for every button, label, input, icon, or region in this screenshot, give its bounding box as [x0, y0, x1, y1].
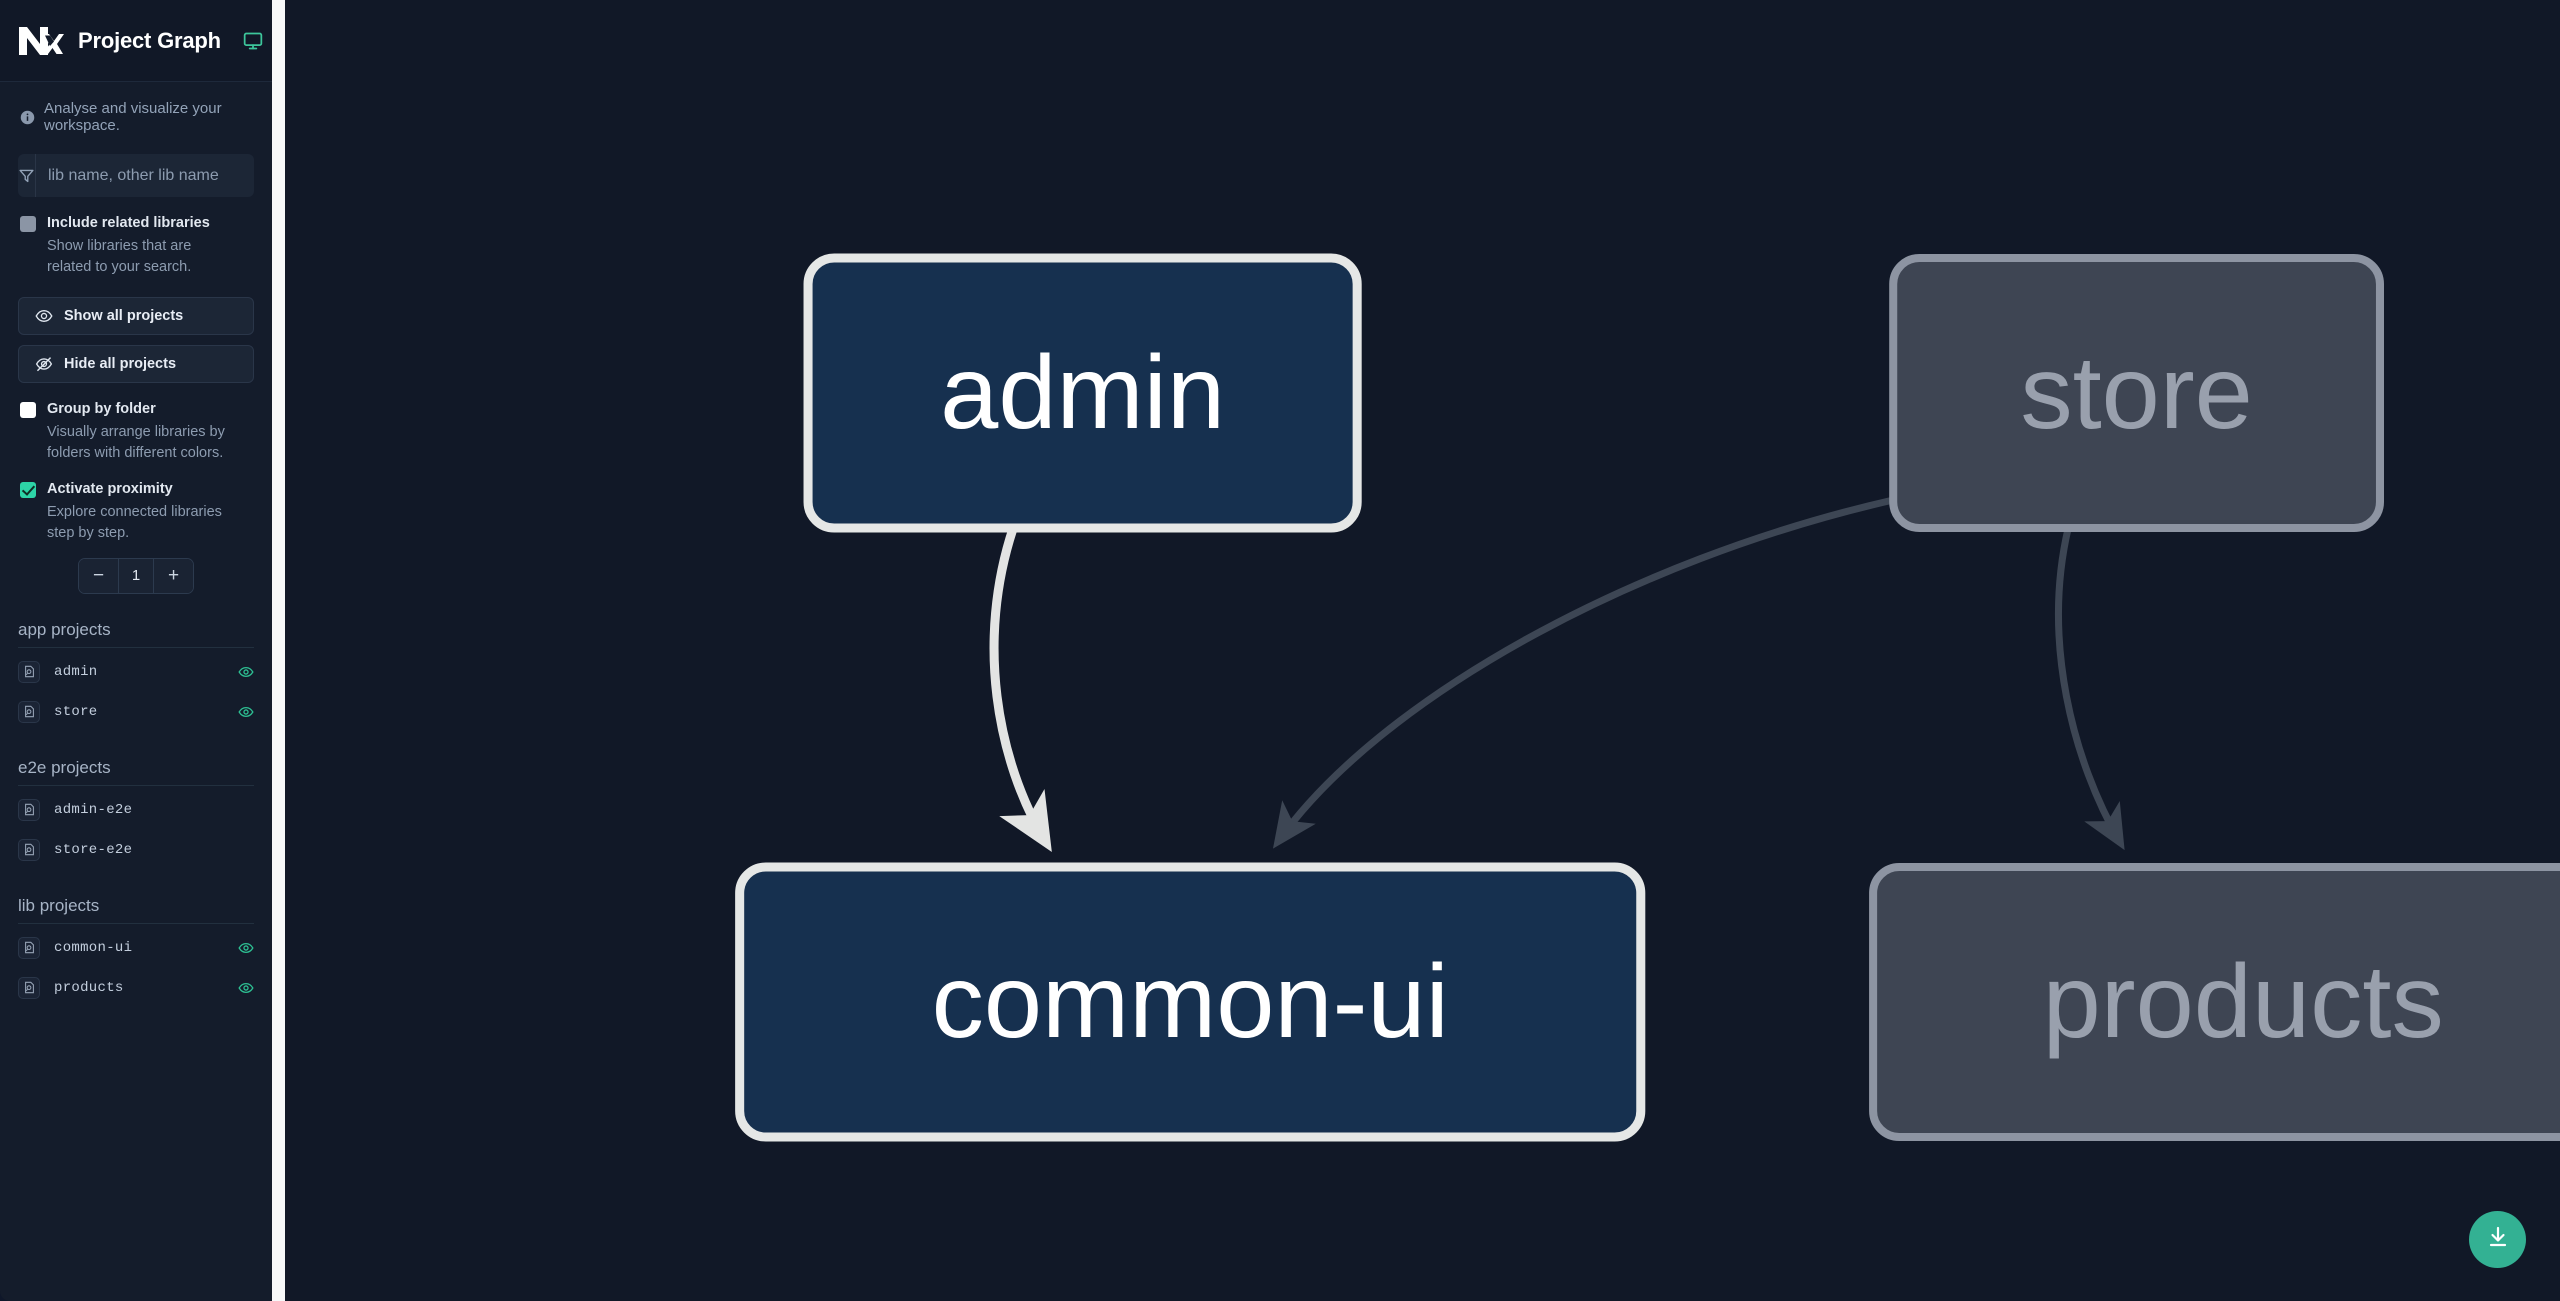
option-title: Include related libraries — [47, 215, 210, 231]
option-description: Visually arrange libraries by folders wi… — [47, 424, 225, 461]
section-title: app projects — [18, 620, 254, 648]
sidebar: Project Graph Analyse and visualize your… — [0, 0, 272, 1301]
nx-logo-icon — [18, 24, 64, 58]
show-all-projects-button[interactable]: Show all projects — [18, 297, 254, 336]
graph-node-label-products: products — [2043, 944, 2444, 1060]
proximity-value[interactable]: 1 — [118, 558, 154, 593]
search-input[interactable] — [36, 154, 254, 197]
section-lib-projects: lib projects common-ui — [0, 896, 272, 1008]
section-e2e-projects: e2e projects admin-e2e — [0, 758, 272, 870]
edge-store-to-common-ui — [1272, 496, 1894, 849]
project-name: store — [54, 703, 98, 720]
project-visibility-eye-icon[interactable] — [238, 664, 254, 680]
sidebar-item-admin-e2e[interactable]: admin-e2e — [18, 790, 254, 830]
graph-node-store — [1889, 254, 2384, 532]
sidebar-item-store[interactable]: store — [18, 692, 254, 732]
search-bar[interactable] — [18, 154, 254, 197]
project-visibility-eye-icon[interactable] — [238, 704, 254, 720]
option-title: Group by folder — [47, 401, 156, 418]
activate-proximity-checkbox[interactable] — [20, 482, 36, 499]
proximity-increment-button[interactable]: + — [154, 558, 193, 593]
project-name: products — [54, 979, 124, 996]
graph-edges — [989, 496, 2125, 852]
project-file-icon — [18, 838, 40, 861]
project-name: store-e2e — [54, 841, 133, 858]
option-title: Activate proximity — [47, 481, 173, 498]
include-related-libraries-checkbox[interactable] — [20, 216, 36, 232]
project-file-icon — [18, 976, 40, 999]
tagline: Analyse and visualize your workspace. — [0, 82, 272, 148]
sidebar-item-admin[interactable]: admin — [18, 652, 254, 692]
download-image-button[interactable] — [2469, 1211, 2526, 1268]
option-group-by-folder[interactable]: Group by folder Visually arrange librari… — [0, 383, 272, 463]
show-all-projects-label: Show all projects — [64, 308, 184, 325]
proximity-stepper: − 1 + — [78, 557, 194, 594]
sidebar-header: Project Graph — [0, 0, 272, 82]
graph-node-common-ui — [735, 862, 1646, 1142]
visibility-buttons: Show all projects Hide all projects — [0, 277, 272, 384]
graph-svg: admin store common-ui products — [735, 253, 2560, 1142]
edge-admin-to-common-ui — [989, 526, 1052, 852]
section-app-projects: app projects admin — [0, 620, 272, 732]
group-by-folder-checkbox[interactable] — [20, 402, 36, 419]
project-name: admin-e2e — [54, 801, 133, 818]
monitor-icon[interactable] — [243, 31, 263, 51]
download-icon — [2486, 1225, 2510, 1254]
option-description: Explore connected libraries step by step… — [47, 504, 222, 541]
eye-off-icon — [35, 355, 53, 373]
project-file-icon — [18, 936, 40, 959]
project-name: common-ui — [54, 939, 133, 956]
sidebar-item-products[interactable]: products — [18, 968, 254, 1008]
hide-all-projects-button[interactable]: Hide all projects — [18, 345, 254, 384]
page-title: Project Graph — [78, 27, 221, 53]
graph-node-label-common-ui: common-ui — [932, 944, 1449, 1060]
sidebar-scrollbar[interactable] — [272, 0, 285, 1301]
project-file-icon — [18, 700, 40, 723]
project-visibility-eye-icon[interactable] — [238, 980, 254, 996]
option-description: Show libraries that are related to your … — [47, 238, 192, 275]
eye-icon — [35, 307, 53, 325]
sidebar-item-store-e2e[interactable]: store-e2e — [18, 830, 254, 870]
hide-all-projects-label: Hide all projects — [64, 356, 177, 373]
project-name: admin — [54, 663, 98, 680]
project-visibility-eye-icon[interactable] — [238, 940, 254, 956]
edge-store-to-products — [2055, 527, 2125, 851]
option-include-related-libraries[interactable]: Include related libraries Show libraries… — [0, 197, 272, 277]
graph-node-admin — [803, 253, 1362, 533]
proximity-decrement-button[interactable]: − — [79, 558, 118, 593]
graph-node-label-admin: admin — [940, 335, 1225, 451]
info-icon — [20, 110, 35, 125]
graph-node-label-store: store — [2020, 335, 2253, 451]
project-file-icon — [18, 660, 40, 683]
sidebar-item-common-ui[interactable]: common-ui — [18, 928, 254, 968]
section-title: e2e projects — [18, 758, 254, 786]
tagline-text: Analyse and visualize your workspace. — [44, 100, 222, 134]
project-file-icon — [18, 798, 40, 821]
option-activate-proximity[interactable]: Activate proximity Explore connected lib… — [0, 463, 272, 543]
graph-node-products — [1869, 863, 2560, 1141]
section-title: lib projects — [18, 896, 254, 924]
filter-funnel-icon[interactable] — [18, 154, 36, 197]
graph-canvas[interactable]: admin store common-ui products — [272, 0, 2560, 1301]
